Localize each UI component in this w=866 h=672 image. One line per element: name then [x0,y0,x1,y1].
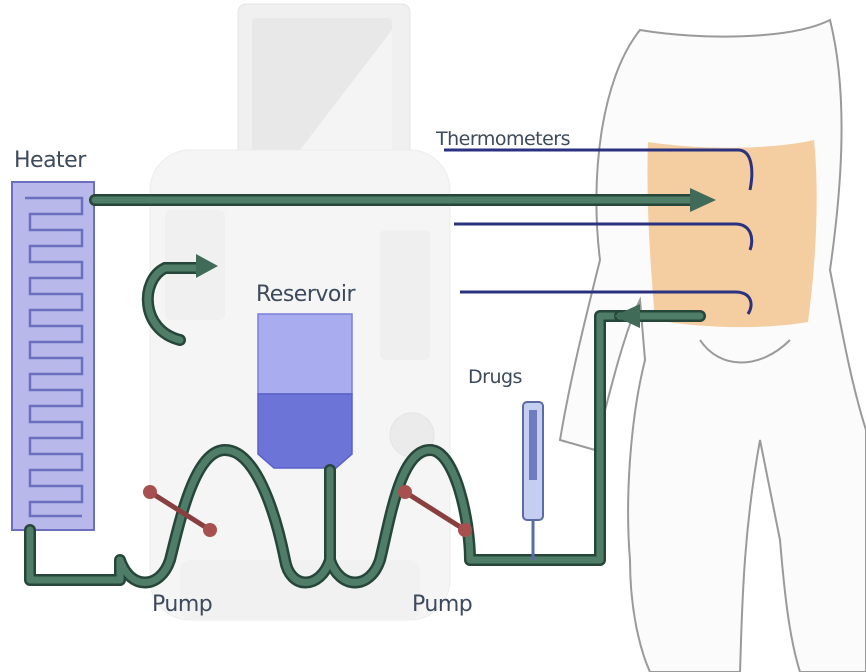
heater-label: Heater [14,148,86,173]
abdomen-region [647,140,816,327]
heater [12,182,94,530]
pump-left-label: Pump [152,592,212,617]
reservoir-bag [258,314,352,468]
drug-syringe [523,402,543,560]
drugs-label: Drugs [468,366,522,388]
thermometers-label: Thermometers [436,128,570,150]
background-machine [150,4,450,620]
reservoir-label: Reservoir [256,282,355,307]
pump-right-label: Pump [412,592,472,617]
